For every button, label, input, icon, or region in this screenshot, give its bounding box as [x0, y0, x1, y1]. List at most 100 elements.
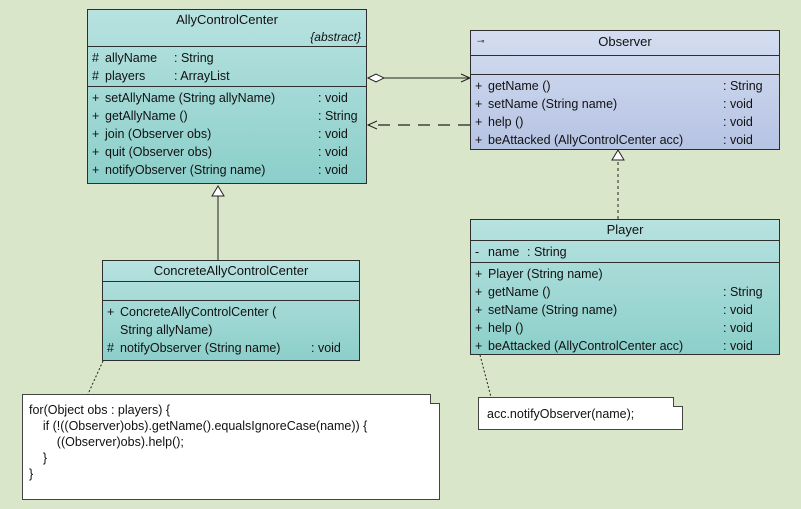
note-code-line: } — [29, 451, 48, 465]
attribute-section: - name : String — [471, 240, 779, 262]
visibility-marker: + — [92, 109, 100, 123]
interface-icon: ⊸ — [477, 36, 485, 46]
class-title: Player — [606, 222, 644, 237]
visibility-marker: + — [92, 91, 100, 105]
realization-triangle — [611, 149, 625, 161]
note-anchor-right — [479, 354, 492, 398]
attribute-type: : String — [527, 245, 567, 259]
note-code-line: for(Object obs : players) { — [29, 403, 171, 417]
visibility-marker: + — [475, 339, 483, 353]
operation-signature: ConcreteAllyControlCenter ( — [120, 305, 277, 319]
return-type: : void — [723, 115, 753, 129]
operation-signature: setName (String name) — [488, 97, 618, 111]
operation-signature: String allyName) — [120, 323, 213, 337]
class-title: Observer — [598, 34, 652, 49]
return-type: : void — [318, 163, 348, 177]
operation-signature: beAttacked (AllyControlCenter acc) — [488, 133, 684, 147]
dependency-arrowhead — [366, 120, 378, 130]
return-type: : String — [723, 285, 763, 299]
return-type: : void — [723, 97, 753, 111]
attribute-name: name — [488, 245, 520, 259]
operation-row: + help () : void — [471, 113, 779, 131]
visibility-marker: # — [92, 51, 99, 65]
class-observer[interactable]: ⊸ Observer + getName () : String + setNa… — [470, 30, 780, 150]
attribute-section — [471, 55, 779, 74]
operation-section: + ConcreteAllyControlCenter ( String all… — [103, 300, 359, 358]
class-concrete-ally-control-center[interactable]: ConcreteAllyControlCenter + ConcreteAlly… — [102, 260, 360, 361]
operation-row: + Player (String name) — [471, 265, 779, 283]
attribute-row: # players : ArrayList — [88, 67, 366, 85]
return-type: : String — [318, 109, 358, 123]
aggregation-diamond — [366, 73, 386, 83]
note-fold-corner — [673, 397, 683, 407]
return-type: : void — [723, 321, 753, 335]
visibility-marker: - — [475, 245, 480, 259]
attribute-name: players — [105, 69, 146, 83]
operation-section: + setAllyName (String allyName) : void +… — [88, 86, 366, 180]
note-code-line: ((Observer)obs).help(); — [29, 435, 184, 449]
return-type: : void — [318, 91, 348, 105]
operation-row: + notifyObserver (String name) : void — [88, 161, 366, 179]
operation-section: + getName () : String + setName (String … — [471, 74, 779, 150]
operation-row: + setName (String name) : void — [471, 95, 779, 113]
operation-signature: notifyObserver (String name) — [120, 341, 281, 355]
note-notify-loop[interactable]: for(Object obs : players) { if (!((Obser… — [22, 394, 440, 500]
note-code-line: } — [29, 467, 34, 481]
return-type: : void — [318, 145, 348, 159]
attribute-section: # allyName : String # players : ArrayLis… — [88, 46, 366, 86]
operation-row: # notifyObserver (String name) : void — [103, 339, 359, 357]
class-ally-control-center[interactable]: AllyControlCenter {abstract} # allyName … — [87, 9, 367, 184]
operation-signature: setName (String name) — [488, 303, 618, 317]
operation-row: String allyName) — [103, 321, 359, 339]
visibility-marker: + — [475, 97, 483, 111]
class-player[interactable]: Player - name : String + Player (String … — [470, 219, 780, 355]
attribute-row: - name : String — [471, 243, 779, 261]
operation-row: + quit (Observer obs) : void — [88, 143, 366, 161]
note-code-line: if (!((Observer)obs).getName().equalsIgn… — [29, 419, 368, 433]
operation-signature: quit (Observer obs) — [105, 145, 212, 159]
generalization-triangle — [211, 185, 225, 197]
attribute-type: : String — [174, 51, 214, 65]
attribute-name: allyName — [105, 51, 158, 65]
return-type: : void — [311, 341, 341, 355]
attribute-type: : ArrayList — [174, 69, 230, 83]
note-fold-corner — [430, 394, 440, 404]
operation-signature: beAttacked (AllyControlCenter acc) — [488, 339, 684, 353]
visibility-marker: + — [107, 305, 115, 319]
visibility-marker: + — [475, 321, 483, 335]
return-type: : void — [723, 303, 753, 317]
class-title: ConcreteAllyControlCenter — [153, 263, 309, 278]
visibility-marker: + — [92, 145, 100, 159]
operation-row: + ConcreteAllyControlCenter ( — [103, 303, 359, 321]
operation-row: + getName () : String — [471, 77, 779, 95]
return-type: : String — [723, 79, 763, 93]
visibility-marker: + — [92, 163, 100, 177]
operation-row: + join (Observer obs) : void — [88, 125, 366, 143]
operation-signature: join (Observer obs) — [105, 127, 212, 141]
operation-row: + getName () : String — [471, 283, 779, 301]
operation-row: + beAttacked (AllyControlCenter acc) : v… — [471, 337, 779, 355]
operation-signature: getAllyName () — [105, 109, 188, 123]
return-type: : void — [318, 127, 348, 141]
visibility-marker: + — [475, 285, 483, 299]
note-be-attacked[interactable]: acc.notifyObserver(name); — [478, 397, 683, 430]
visibility-marker: + — [475, 115, 483, 129]
attribute-section — [103, 281, 359, 300]
visibility-marker: # — [92, 69, 99, 83]
operation-row: + setName (String name) : void — [471, 301, 779, 319]
abstract-stereotype: {abstract} — [310, 30, 361, 44]
visibility-marker: + — [475, 303, 483, 317]
operation-signature: setAllyName (String allyName) — [105, 91, 276, 105]
operation-signature: getName () — [488, 79, 551, 93]
return-type: : void — [723, 339, 753, 353]
operation-signature: notifyObserver (String name) — [105, 163, 266, 177]
visibility-marker: + — [475, 267, 483, 281]
return-type: : void — [723, 133, 753, 147]
operation-signature: Player (String name) — [488, 267, 603, 281]
visibility-marker: + — [475, 133, 483, 147]
visibility-marker: + — [475, 79, 483, 93]
operation-row: + getAllyName () : String — [88, 107, 366, 125]
operation-row: + beAttacked (AllyControlCenter acc) : v… — [471, 131, 779, 149]
visibility-marker: + — [92, 127, 100, 141]
